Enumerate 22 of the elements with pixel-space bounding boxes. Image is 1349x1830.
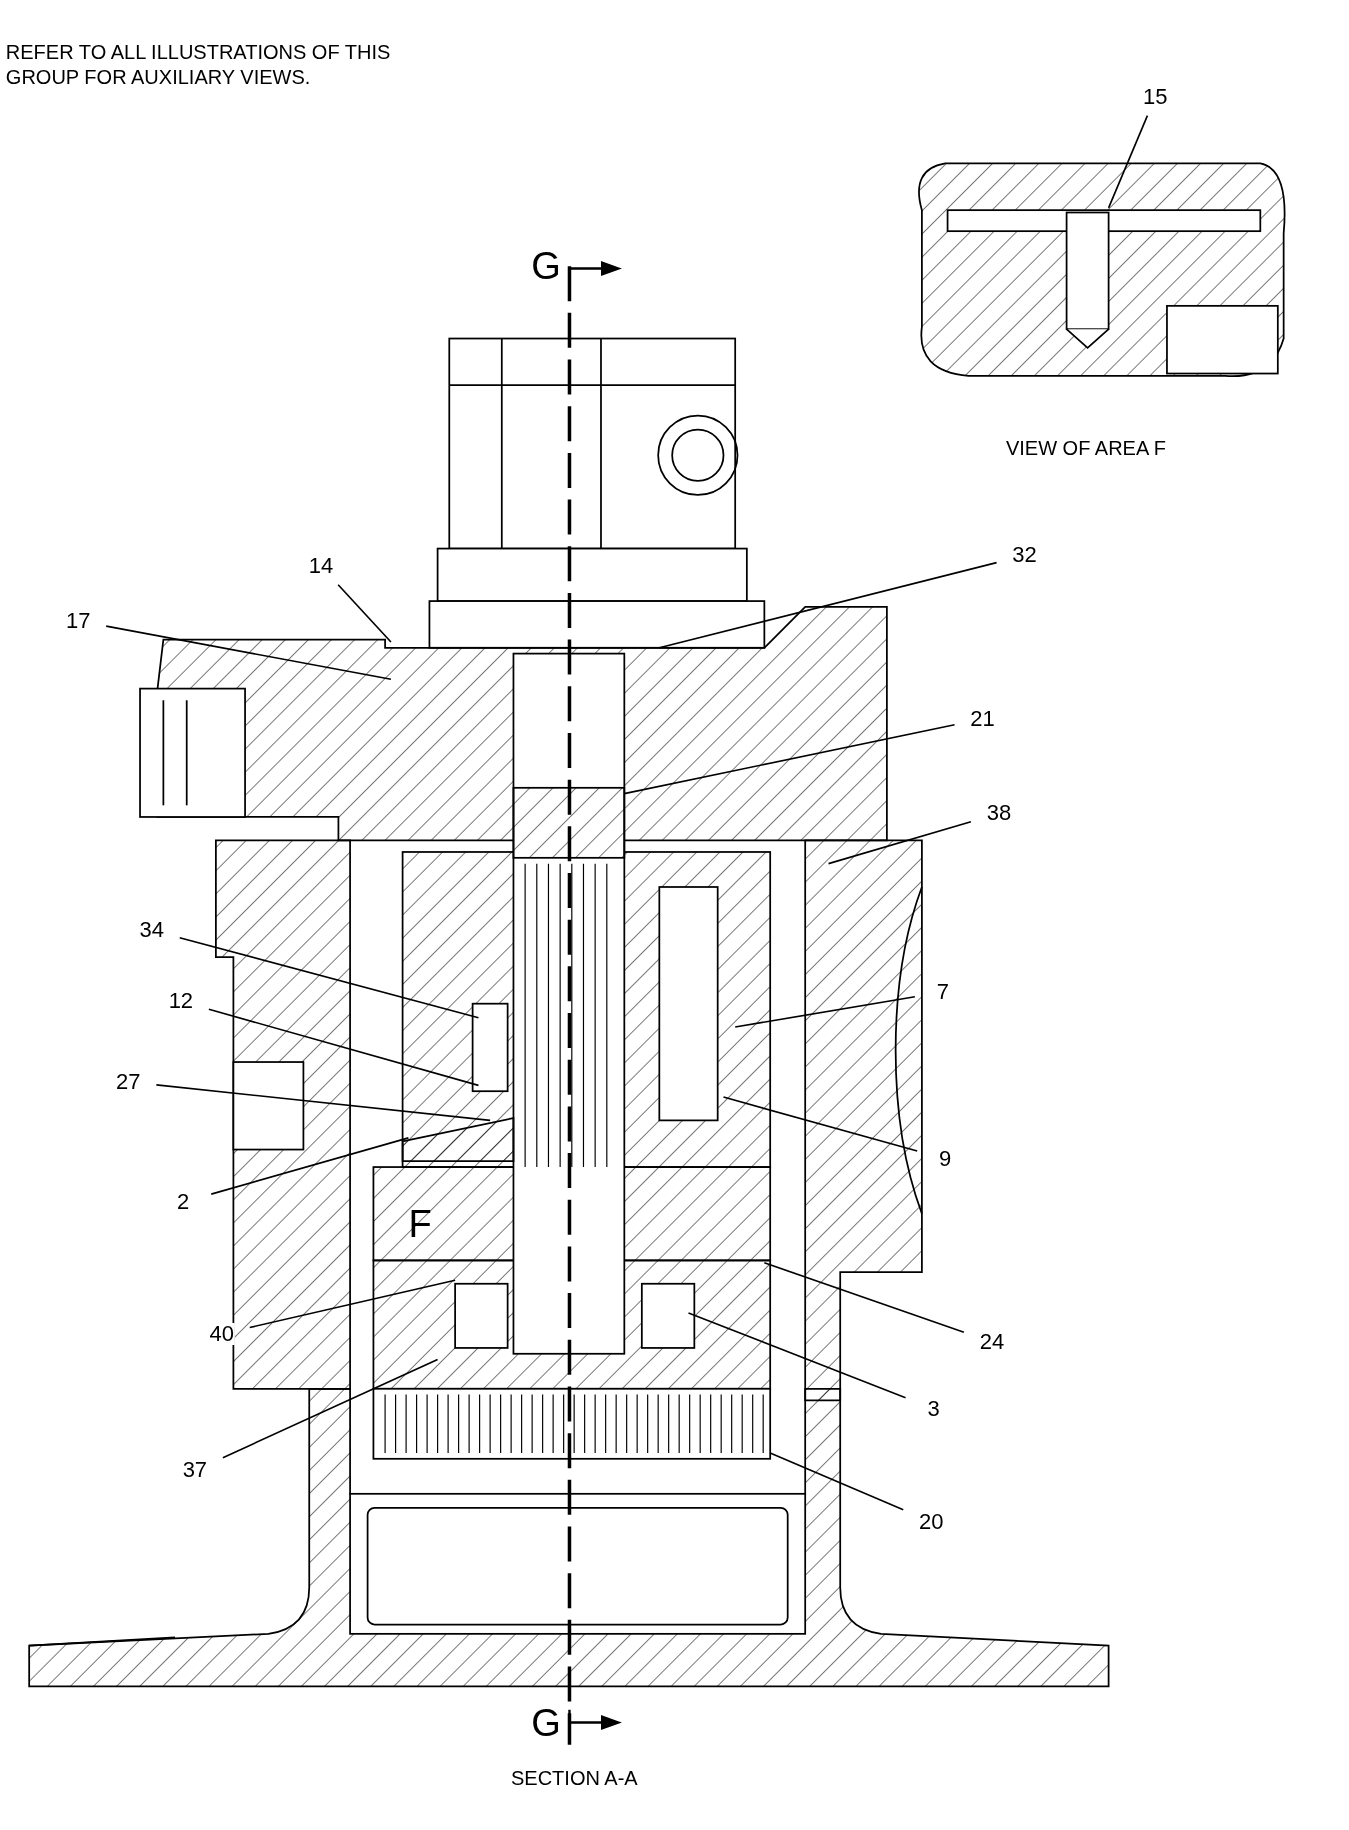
leader-line xyxy=(222,1358,439,1459)
leader-line xyxy=(105,625,392,681)
leader-line xyxy=(155,1084,491,1122)
section-letter: G xyxy=(530,247,562,286)
leader-line xyxy=(769,1452,905,1511)
leader-line xyxy=(687,1312,907,1399)
note-text: REFER TO ALL ILLUSTRATIONS OF THIS GROUP FOR AUXILIARY VIEWS. xyxy=(5,39,392,90)
leader-line xyxy=(658,561,998,649)
callout-number: 40 xyxy=(208,1322,235,1345)
leader-line xyxy=(722,1096,919,1152)
section-letter: F xyxy=(407,1205,433,1244)
leader-line xyxy=(763,1261,965,1334)
caption: SECTION A-A xyxy=(511,1768,638,1788)
leader-line xyxy=(178,936,480,1019)
leader-line xyxy=(734,995,916,1028)
leader-line xyxy=(623,723,956,795)
leader-line xyxy=(827,820,972,865)
leader-line xyxy=(1107,114,1149,209)
leader-line xyxy=(337,583,392,643)
section-letter: G xyxy=(530,1703,562,1742)
note-text: VIEW OF AREA F xyxy=(1005,436,1167,462)
leader-line xyxy=(208,1008,480,1087)
